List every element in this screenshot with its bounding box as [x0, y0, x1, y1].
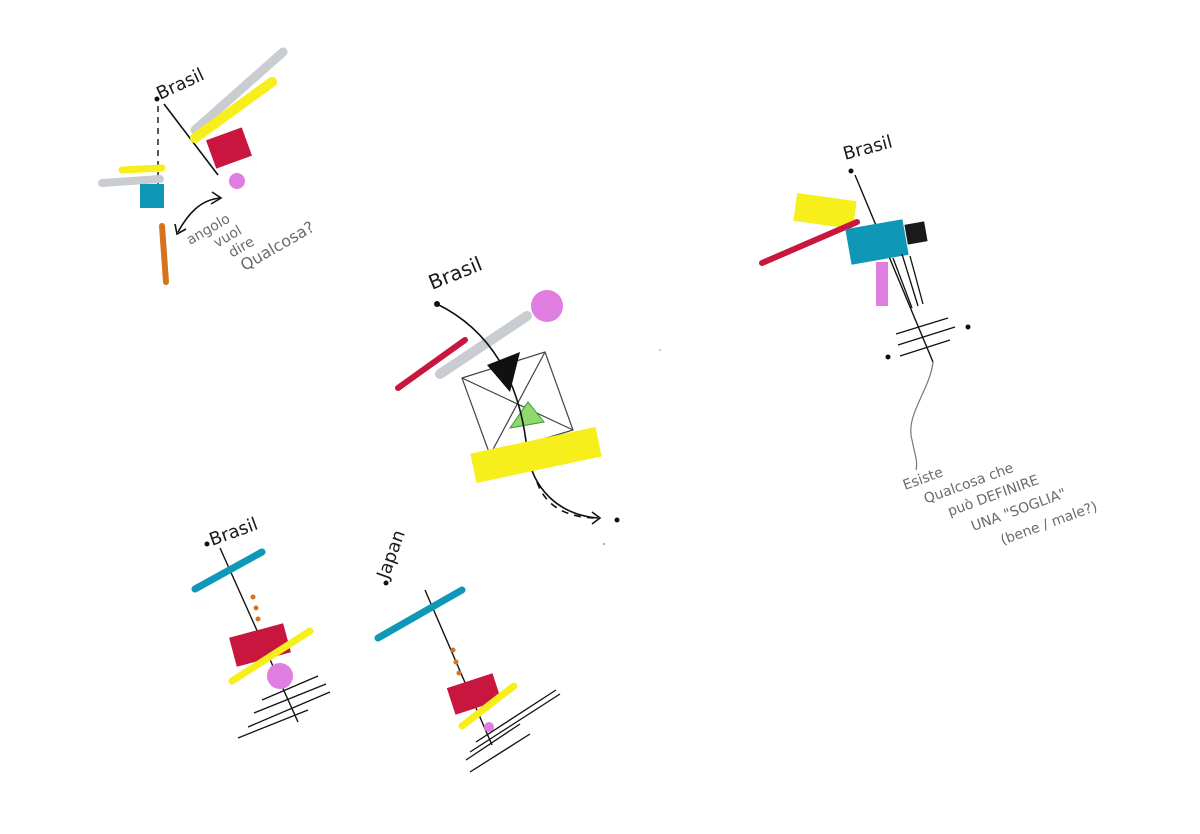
teal-block: [140, 184, 164, 208]
orange-dot: [255, 616, 261, 622]
sketch-bottom-mid-label: Japan: [373, 527, 410, 582]
angle-arrow: [177, 197, 221, 233]
sketch-top-left-label: Brasil: [153, 64, 207, 104]
spacer: [540, 478, 598, 518]
threshold-line: [899, 339, 951, 357]
teal-bar: [374, 586, 466, 642]
orange-dot: [453, 659, 459, 665]
yellow-bar: [228, 627, 314, 685]
threshold-line: [261, 675, 319, 701]
arrowhead: [591, 511, 602, 525]
origin-dot: [154, 96, 160, 102]
orange-dot: [456, 670, 462, 676]
axis-line: [854, 174, 934, 363]
magenta-circle: [267, 663, 293, 689]
red-block: [446, 673, 502, 715]
arrowhead: [210, 191, 223, 205]
arrowhead: [174, 223, 187, 236]
leader-line: [910, 361, 934, 471]
dashed-arrow: [536, 481, 599, 519]
speck: [603, 543, 605, 545]
black-triangle: [487, 352, 520, 392]
yellow-bar: [190, 77, 277, 143]
magenta-dot: [484, 722, 494, 732]
sketch-bottom-left: Brasil: [191, 514, 331, 739]
origin-dot: [383, 580, 389, 586]
threshold-line: [237, 709, 309, 739]
small-yellow-bar: [118, 164, 166, 174]
threshold-line: [475, 689, 557, 743]
yellow-block: [470, 427, 602, 483]
yellow-block: [793, 192, 857, 230]
end-dot: [885, 354, 891, 360]
sketch-center-label: Brasil: [425, 252, 486, 295]
red-bar: [395, 337, 468, 391]
magenta-dot: [229, 173, 245, 189]
yellow-bar: [458, 682, 518, 730]
threshold-line: [897, 326, 956, 346]
threshold-line: [247, 691, 331, 728]
teal-bar: [191, 548, 266, 593]
orange-dot: [250, 594, 256, 600]
threshold-line: [469, 733, 531, 773]
sketch-right: Brasil Esiste Qualcosa che può DEFINIRE …: [759, 132, 1100, 549]
sketch-right-label: Brasil: [841, 132, 895, 165]
threshold-line: [465, 723, 521, 761]
teal-block: [845, 219, 909, 265]
green-triangle: [508, 401, 545, 429]
orange-stick: [159, 223, 169, 285]
speck: [659, 349, 661, 351]
end-dot: [614, 517, 620, 523]
orange-dot: [253, 605, 259, 611]
magenta-bar: [876, 262, 888, 306]
sketch-bottom-left-label: Brasil: [207, 514, 261, 551]
red-block: [206, 127, 252, 169]
threshold-line: [469, 693, 561, 753]
small-grey-bar: [98, 175, 164, 187]
axis-line: [424, 589, 493, 746]
orange-dot: [450, 647, 456, 653]
black-block: [904, 221, 928, 245]
magenta-circle: [531, 290, 563, 322]
vertical-hatch: [892, 257, 913, 309]
origin-dot: [204, 541, 210, 547]
grey-bar: [190, 47, 288, 135]
threshold-line: [895, 317, 949, 335]
vertical-hatch: [909, 255, 924, 305]
end-dot: [965, 324, 971, 330]
sketch-bottom-mid: Japan: [373, 527, 561, 773]
sketch-top-left: Brasil angolo vuol dire Qualcosa?: [98, 47, 318, 285]
origin-dot: [848, 168, 854, 174]
threshold-line: [253, 683, 327, 714]
red-bar: [759, 219, 860, 266]
vertical-hatch: [901, 253, 919, 307]
sketch-center: Brasil: [395, 252, 620, 525]
grey-bar: [435, 311, 532, 379]
path-arrow: [436, 303, 599, 519]
